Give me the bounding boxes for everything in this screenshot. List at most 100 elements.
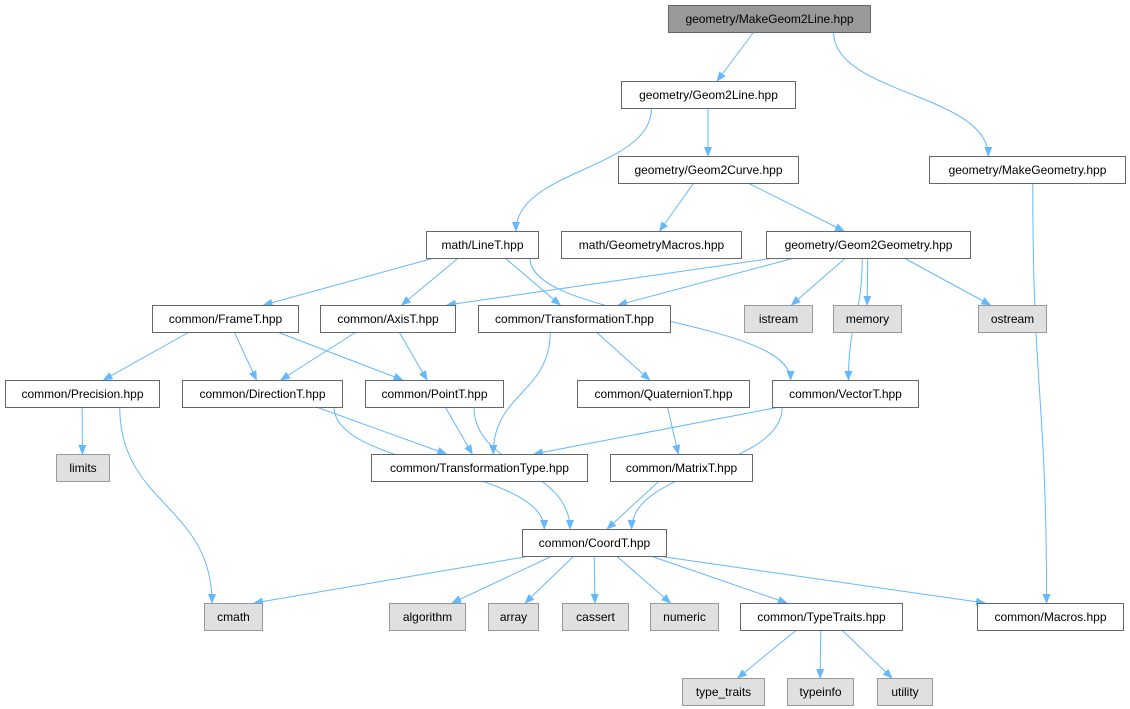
edge-coordt-to-array [524,555,575,604]
node-box [365,380,504,408]
edge-pointt-to-transformationtype [444,406,473,455]
edge-framet-to-precision [102,331,190,381]
node-macros[interactable]: common/Macros.hpp [977,603,1124,631]
node-geom2curve[interactable]: geometry/Geom2Curve.hpp [618,156,799,184]
node-box [650,603,719,631]
node-label: common/Macros.hpp [994,610,1106,624]
node-precision[interactable]: common/Precision.hpp [5,380,160,408]
node-label: common/MatrixT.hpp [626,461,738,475]
edge-geom2geometry-to-transformationt [617,257,795,307]
node-label: geometry/Geom2Line.hpp [639,88,778,102]
node-geom2line[interactable]: geometry/Geom2Line.hpp [621,81,796,109]
node-pointt[interactable]: common/PointT.hpp [365,380,504,408]
edge-axist-to-pointt [398,331,428,381]
node-matrixt[interactable]: common/MatrixT.hpp [610,454,753,482]
node-box [668,5,871,33]
node-label: common/TransformationT.hpp [495,312,654,326]
node-label: common/FrameT.hpp [169,312,283,326]
node-box [877,678,933,706]
node-label: common/AxisT.hpp [337,312,439,326]
edge-framet-to-pointt [277,331,404,381]
node-algorithm: algorithm [389,603,466,631]
node-box [978,305,1047,333]
node-limits: limits [56,454,110,482]
node-geommacros[interactable]: math/GeometryMacros.hpp [561,231,742,259]
node-label: common/QuaternionT.hpp [594,387,732,401]
node-label: type_traits [696,685,751,699]
node-box [562,603,629,631]
node-label: math/GeometryMacros.hpp [579,238,725,252]
edge-makegeometry-to-macros [1032,182,1051,604]
edge-vectort-to-transformationtype [532,406,781,457]
node-axist[interactable]: common/AxisT.hpp [320,305,456,333]
edge-geom2curve-to-geom2geometry [747,182,845,232]
node-quaterniont[interactable]: common/QuaternionT.hpp [577,380,750,408]
edge-root-to-geom2line [716,31,755,82]
node-label: limits [69,461,96,475]
node-box [522,529,667,557]
node-framet[interactable]: common/FrameT.hpp [152,305,299,333]
edge-geom2geometry-to-istream [790,257,846,306]
node-label: geometry/MakeGeometry.hpp [949,163,1107,177]
node-box [577,380,750,408]
edge-coordt-to-cassert [590,555,599,604]
node-transformationtype[interactable]: common/TransformationType.hpp [371,454,588,482]
node-label: common/TypeTraits.hpp [757,610,886,624]
node-box [426,231,539,259]
node-makegeometry[interactable]: geometry/MakeGeometry.hpp [929,156,1126,184]
edge-geom2geometry-to-ostream [903,257,992,306]
node-memory: memory [833,305,902,333]
node-box [744,305,813,333]
node-label: istream [759,312,798,326]
edge-axist-to-directiont [279,331,357,381]
node-directiont[interactable]: common/DirectionT.hpp [182,380,343,408]
edge-directiont-to-transformationtype [316,406,448,455]
node-box [152,305,299,333]
edge-typetraits-to-typeinfo [816,629,825,679]
edge-linet-to-transformationt [504,257,561,306]
node-coordt[interactable]: common/CoordT.hpp [522,529,667,557]
edge-linet-to-framet [262,257,435,307]
node-box [204,603,263,631]
edge-typetraits-to-utility [841,629,893,679]
node-cassert: cassert [562,603,629,631]
edge-quaterniont-to-matrixt [667,406,681,455]
node-box [610,454,753,482]
edge-geom2geometry-to-memory [863,257,872,306]
node-label: algorithm [403,610,452,624]
node-istream: istream [744,305,813,333]
node-label: common/VectorT.hpp [789,387,902,401]
node-label: common/CoordT.hpp [539,536,651,550]
node-box [787,678,854,706]
node-box [618,156,799,184]
edge-coordt-to-algorithm [451,555,553,604]
node-label: array [500,610,527,624]
edge-coordt-to-numeric [616,555,672,604]
node-label: cmath [217,610,250,624]
edge-typetraits-to-type_traits [736,629,797,679]
node-label: math/LineT.hpp [441,238,523,252]
node-transformationt[interactable]: common/TransformationT.hpp [478,305,671,333]
node-typetraits[interactable]: common/TypeTraits.hpp [740,603,903,631]
edge-geom2curve-to-geommacros [658,182,695,232]
edge-precision-to-cmath [119,406,216,604]
node-box [621,81,796,109]
node-linet[interactable]: math/LineT.hpp [426,231,539,259]
edge-geom2geometry-to-axist [446,257,775,308]
edge-geom2line-to-linet [511,107,652,232]
node-geom2geometry[interactable]: geometry/Geom2Geometry.hpp [766,231,971,259]
node-label: common/PointT.hpp [381,387,487,401]
node-numeric: numeric [650,603,719,631]
edge-transformationt-to-quaterniont [595,331,651,381]
node-label: common/DirectionT.hpp [199,387,325,401]
edge-transformationt-to-transformationtype [489,331,551,455]
edge-coordt-to-cmath [253,555,531,606]
node-root[interactable]: geometry/MakeGeom2Line.hpp [668,5,871,33]
node-label: geometry/Geom2Curve.hpp [634,163,782,177]
node-array: array [488,603,539,631]
node-vectort[interactable]: common/VectorT.hpp [772,380,919,408]
node-label: memory [846,312,889,326]
node-box [182,380,343,408]
node-box [478,305,671,333]
